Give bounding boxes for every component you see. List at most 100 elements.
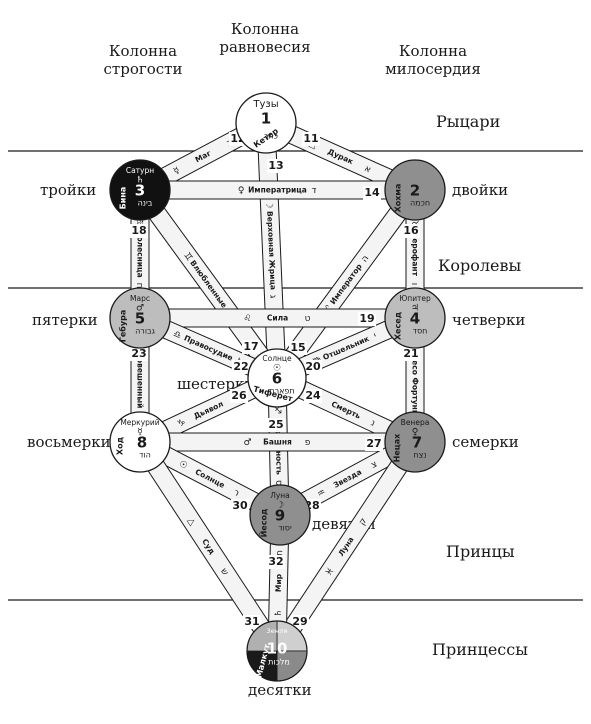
label-threes: тройки [40, 181, 97, 199]
path-21-number-bg [402, 347, 420, 361]
sephira-5-hebrew: גבורה [135, 327, 156, 336]
path-25-number-bg [267, 418, 285, 432]
path-13-card-label: Верховная Жрица [265, 211, 277, 290]
path-27-number-bg [365, 437, 383, 451]
sephira-6-planet-icon: ☉ [273, 364, 281, 374]
sephira-3-side-label: Бина [119, 187, 128, 210]
sephira-7-side-label: Нецах [393, 433, 402, 462]
sephira-2-number: 2 [410, 182, 420, 200]
path-22-number: 22 [233, 360, 248, 373]
path-14-label-group: Императрица♀ ד [238, 186, 317, 197]
sephira-6-disc [247, 348, 307, 408]
path-14-sign-icon: ♀ [238, 186, 245, 196]
label-twos: двойки [452, 181, 509, 199]
sephira-1-disc [235, 92, 297, 154]
path-22-number-bg [232, 360, 250, 374]
path-23-number: 23 [131, 347, 146, 360]
sephira-3-hebrew: בינה [138, 199, 153, 208]
path-14-card-label: Императрица [248, 186, 307, 195]
path-18-letter: ח [134, 283, 144, 289]
sephira-3-disc [109, 159, 171, 221]
path-16-number: 16 [403, 224, 419, 237]
path-15-number-bg [289, 341, 307, 355]
path-25-letter: ס [273, 480, 283, 486]
path-14-number-bg [363, 186, 381, 200]
sephira-4-hebrew: חסד [413, 327, 428, 336]
column-balance-line1: Колонна [230, 20, 300, 38]
sephira-8-hebrew: הוד [139, 451, 151, 460]
path-20-letter: י [372, 331, 378, 341]
path-20-number-bg [304, 360, 322, 374]
sephira-9-number: 9 [275, 507, 285, 525]
sephira-7-disc [384, 411, 446, 473]
sephira-2-hebrew: חכמה [410, 199, 430, 208]
path-32-number: 32 [268, 555, 283, 568]
path-13-letter: ג [267, 294, 277, 298]
path-30-number-bg [231, 499, 249, 513]
path-29-label-group: Луна♓ק [324, 517, 369, 579]
column-severity-header: Колонна строгости [88, 42, 198, 78]
path-11-number: 11 [303, 132, 318, 145]
path-30-letter: ר [232, 488, 241, 499]
path-14-letter: ד [311, 186, 316, 196]
path-13-number-bg [267, 159, 285, 173]
sephira-7-hebrew: נצח [413, 451, 426, 460]
path-29-number-bg [291, 615, 309, 629]
sephira-5-planet-icon: ♂ [136, 304, 144, 314]
sephira-7-number: 7 [412, 434, 422, 452]
path-19-number: 19 [359, 312, 374, 325]
path-18-number: 18 [131, 224, 146, 237]
world-princesses-label: Принцессы [432, 640, 528, 659]
path-27-letter: פ [305, 438, 311, 448]
world-knights-label: Рыцари [436, 112, 501, 131]
sephira-7-top-label: Венера [401, 418, 430, 427]
sephira-4-disc [384, 287, 446, 349]
path-24-letter: נ [369, 418, 376, 429]
path-22-sign-icon: ♎ [171, 329, 182, 341]
sephira-8-planet-icon: ☿ [137, 428, 143, 438]
path-11-letter: א [363, 164, 373, 176]
path-17-number-bg [242, 340, 260, 354]
path-12-sign-icon: ☿ [172, 166, 182, 177]
path-19-letter: ט [305, 314, 311, 324]
sephira-10-number: 10 [267, 640, 288, 658]
sephira-6-hebrew: תפארת [269, 387, 294, 396]
path-27-number: 27 [366, 437, 381, 450]
path-19-number-bg [358, 312, 376, 326]
sephira-1-number: 1 [261, 110, 271, 128]
label-sevens: семерки [452, 433, 519, 451]
sephira-9-disc [249, 484, 311, 546]
path-21-number: 21 [403, 347, 418, 360]
path-15-letter: ה [360, 254, 372, 265]
sephira-3-planet-icon: ♄ [136, 176, 144, 186]
path-25-number: 25 [268, 418, 283, 431]
label-tens: десятки [248, 681, 312, 699]
sephira-4-planet-icon: ♃ [411, 304, 419, 314]
sephira-8-disc [109, 411, 171, 473]
path-19-sign-icon: ♌ [243, 314, 251, 324]
path-14-number: 14 [364, 186, 380, 199]
sephira-6-top-label: Солнце [262, 354, 292, 363]
path-30-sign-icon: ☉ [177, 459, 189, 472]
path-24-number-bg [304, 389, 322, 403]
label-fives: пятерки [32, 311, 98, 329]
path-27-label-group: Башня♂פ [243, 438, 310, 449]
label-fours: четверки [452, 311, 526, 329]
path-15-number: 15 [290, 341, 305, 354]
path-18-label-group: Колесница♋ח [134, 218, 145, 288]
path-32-label-group: Мир♄ת [274, 550, 285, 617]
column-severity-line2: строгости [103, 60, 183, 78]
path-13-label-group: Верховная Жрица☽ג [263, 200, 277, 299]
path-28-sign-icon: ♒ [316, 487, 328, 500]
path-11-number-bg [302, 132, 320, 146]
path-27-card-label: Башня [263, 438, 292, 447]
